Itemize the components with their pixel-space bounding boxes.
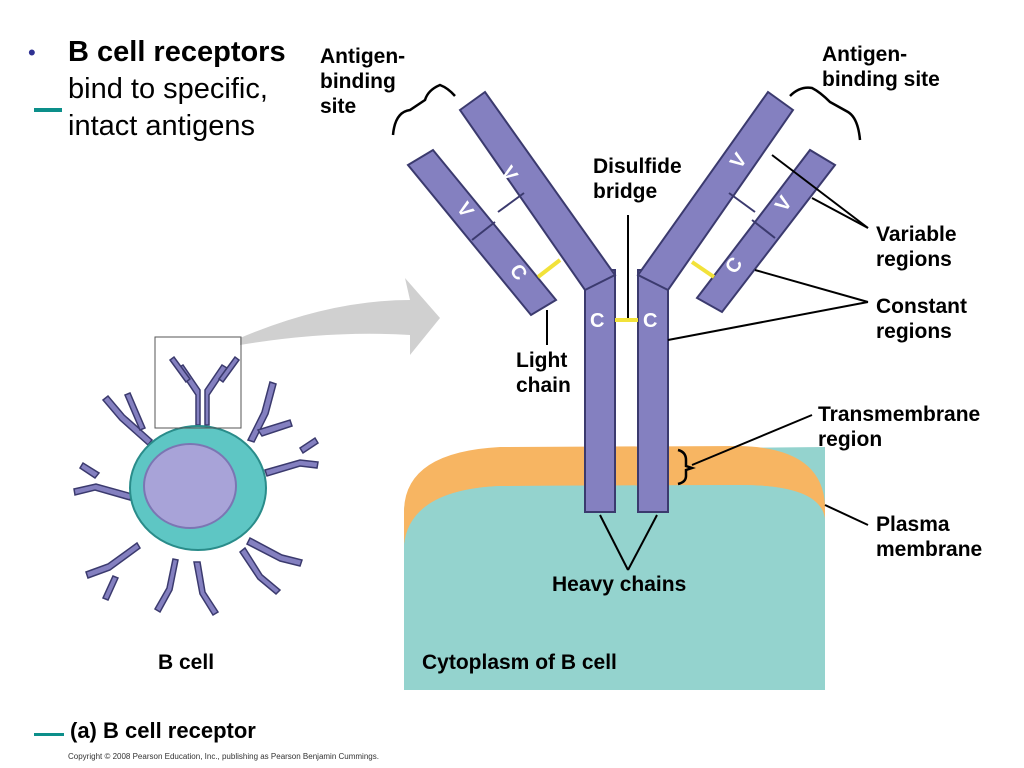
divider-right-light	[751, 219, 776, 239]
receptor	[264, 459, 319, 477]
receptor	[168, 355, 192, 384]
divider-left-heavy	[497, 192, 525, 213]
zoom-box	[154, 336, 242, 429]
receptor	[217, 355, 241, 384]
disulfide-bridge-right-light	[690, 260, 716, 279]
transmembrane-brace	[677, 448, 696, 486]
receptor	[298, 436, 320, 455]
leader-variable-1	[771, 154, 869, 229]
b-cell-nucleus	[143, 443, 237, 529]
label-b-cell: B cell	[158, 651, 215, 674]
divider-right-heavy	[728, 192, 756, 213]
leader-heavy-2	[627, 514, 658, 571]
leader-transmembrane	[691, 414, 813, 466]
zoom-arrow-icon	[240, 278, 440, 355]
accent-dash-top	[34, 108, 62, 112]
bullet-text: B cell receptors bind to specific, intac…	[68, 34, 328, 145]
label-heavy-chains: Heavy chains	[552, 573, 687, 596]
label-antigen-binding-left: Antigen- binding site	[320, 45, 406, 118]
receptor	[238, 546, 282, 596]
receptor	[101, 394, 154, 447]
receptor	[101, 575, 120, 601]
copyright-text: Copyright © 2008 Pearson Education, Inc.…	[68, 752, 379, 761]
leader-variable-2	[811, 197, 869, 229]
receptor	[78, 461, 101, 480]
heavy-chain-left-stem	[584, 269, 616, 513]
heavy-chain-left-arm	[458, 90, 617, 292]
receptor	[124, 392, 146, 431]
label-light-chain: Light chain	[516, 349, 571, 397]
leader-constant-2	[667, 301, 869, 341]
receptor	[193, 561, 220, 617]
receptor	[153, 558, 179, 614]
receptor	[256, 419, 293, 437]
accent-dash-bottom	[34, 733, 64, 736]
leader-heavy-1	[599, 514, 629, 571]
b-cell-illustration	[73, 336, 320, 617]
segment-c-left-heavy: C	[590, 310, 604, 332]
receptor	[73, 483, 133, 501]
antigen-site-right-brace	[789, 86, 862, 141]
receptor	[85, 541, 141, 579]
leader-constant-1	[754, 269, 869, 303]
label-variable-regions: Variable regions	[876, 223, 957, 271]
label-transmembrane-region: Transmembrane region	[818, 403, 981, 451]
segment-c-right-heavy: C	[643, 310, 657, 332]
cytoplasm-fill	[404, 485, 825, 690]
bullet-body-text: bind to specific, intact antigens	[68, 73, 268, 142]
label-constant-regions: Constant regions	[876, 295, 967, 343]
label-disulfide-bridge: Disulfide bridge	[593, 155, 682, 203]
bullet-bold-text: B cell receptors	[68, 36, 286, 68]
receptor	[246, 381, 277, 443]
antigen-site-left-brace	[391, 83, 456, 136]
disulfide-bridge-left-light	[536, 258, 562, 279]
label-plasma-membrane: Plasma membrane	[876, 513, 983, 561]
bullet-dot-icon: •	[28, 40, 36, 65]
leader-plasma-membrane	[824, 504, 869, 526]
divider-left-light	[471, 221, 496, 241]
label-antigen-binding-right: Antigen- binding site	[822, 43, 940, 91]
label-cytoplasm: Cytoplasm of B cell	[422, 651, 617, 674]
heavy-chain-right-arm	[636, 90, 795, 292]
receptor	[245, 536, 303, 567]
figure-caption: (a) B cell receptor	[70, 718, 256, 743]
surface-receptors	[73, 355, 320, 617]
heavy-chain-right-stem	[637, 269, 669, 513]
plasma-membrane-band	[404, 446, 825, 545]
